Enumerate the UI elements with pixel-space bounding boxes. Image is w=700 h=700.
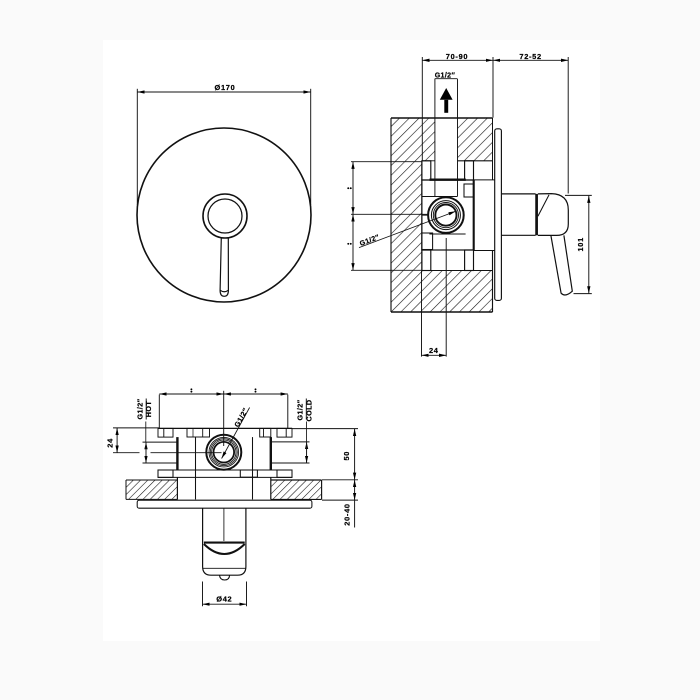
svg-text:20-40: 20-40: [343, 503, 352, 525]
svg-text:Ø42: Ø42: [216, 595, 232, 604]
svg-text:70-90: 70-90: [446, 52, 468, 61]
svg-text:101: 101: [576, 237, 585, 251]
svg-text:G1/2″: G1/2″: [435, 72, 456, 79]
svg-text:G1/2″: G1/2″: [296, 399, 305, 420]
svg-text:50: 50: [342, 451, 351, 461]
svg-text:24: 24: [105, 438, 114, 448]
svg-text:G1/2″: G1/2″: [359, 234, 381, 248]
svg-text:HOT: HOT: [144, 401, 153, 418]
svg-text:G1/2″: G1/2″: [234, 407, 250, 429]
svg-text:Ø170: Ø170: [215, 83, 236, 92]
svg-text:24: 24: [429, 346, 439, 355]
svg-text:72-52: 72-52: [519, 52, 541, 61]
svg-text:COLD: COLD: [305, 400, 314, 422]
svg-text:G1/2″: G1/2″: [136, 398, 145, 419]
